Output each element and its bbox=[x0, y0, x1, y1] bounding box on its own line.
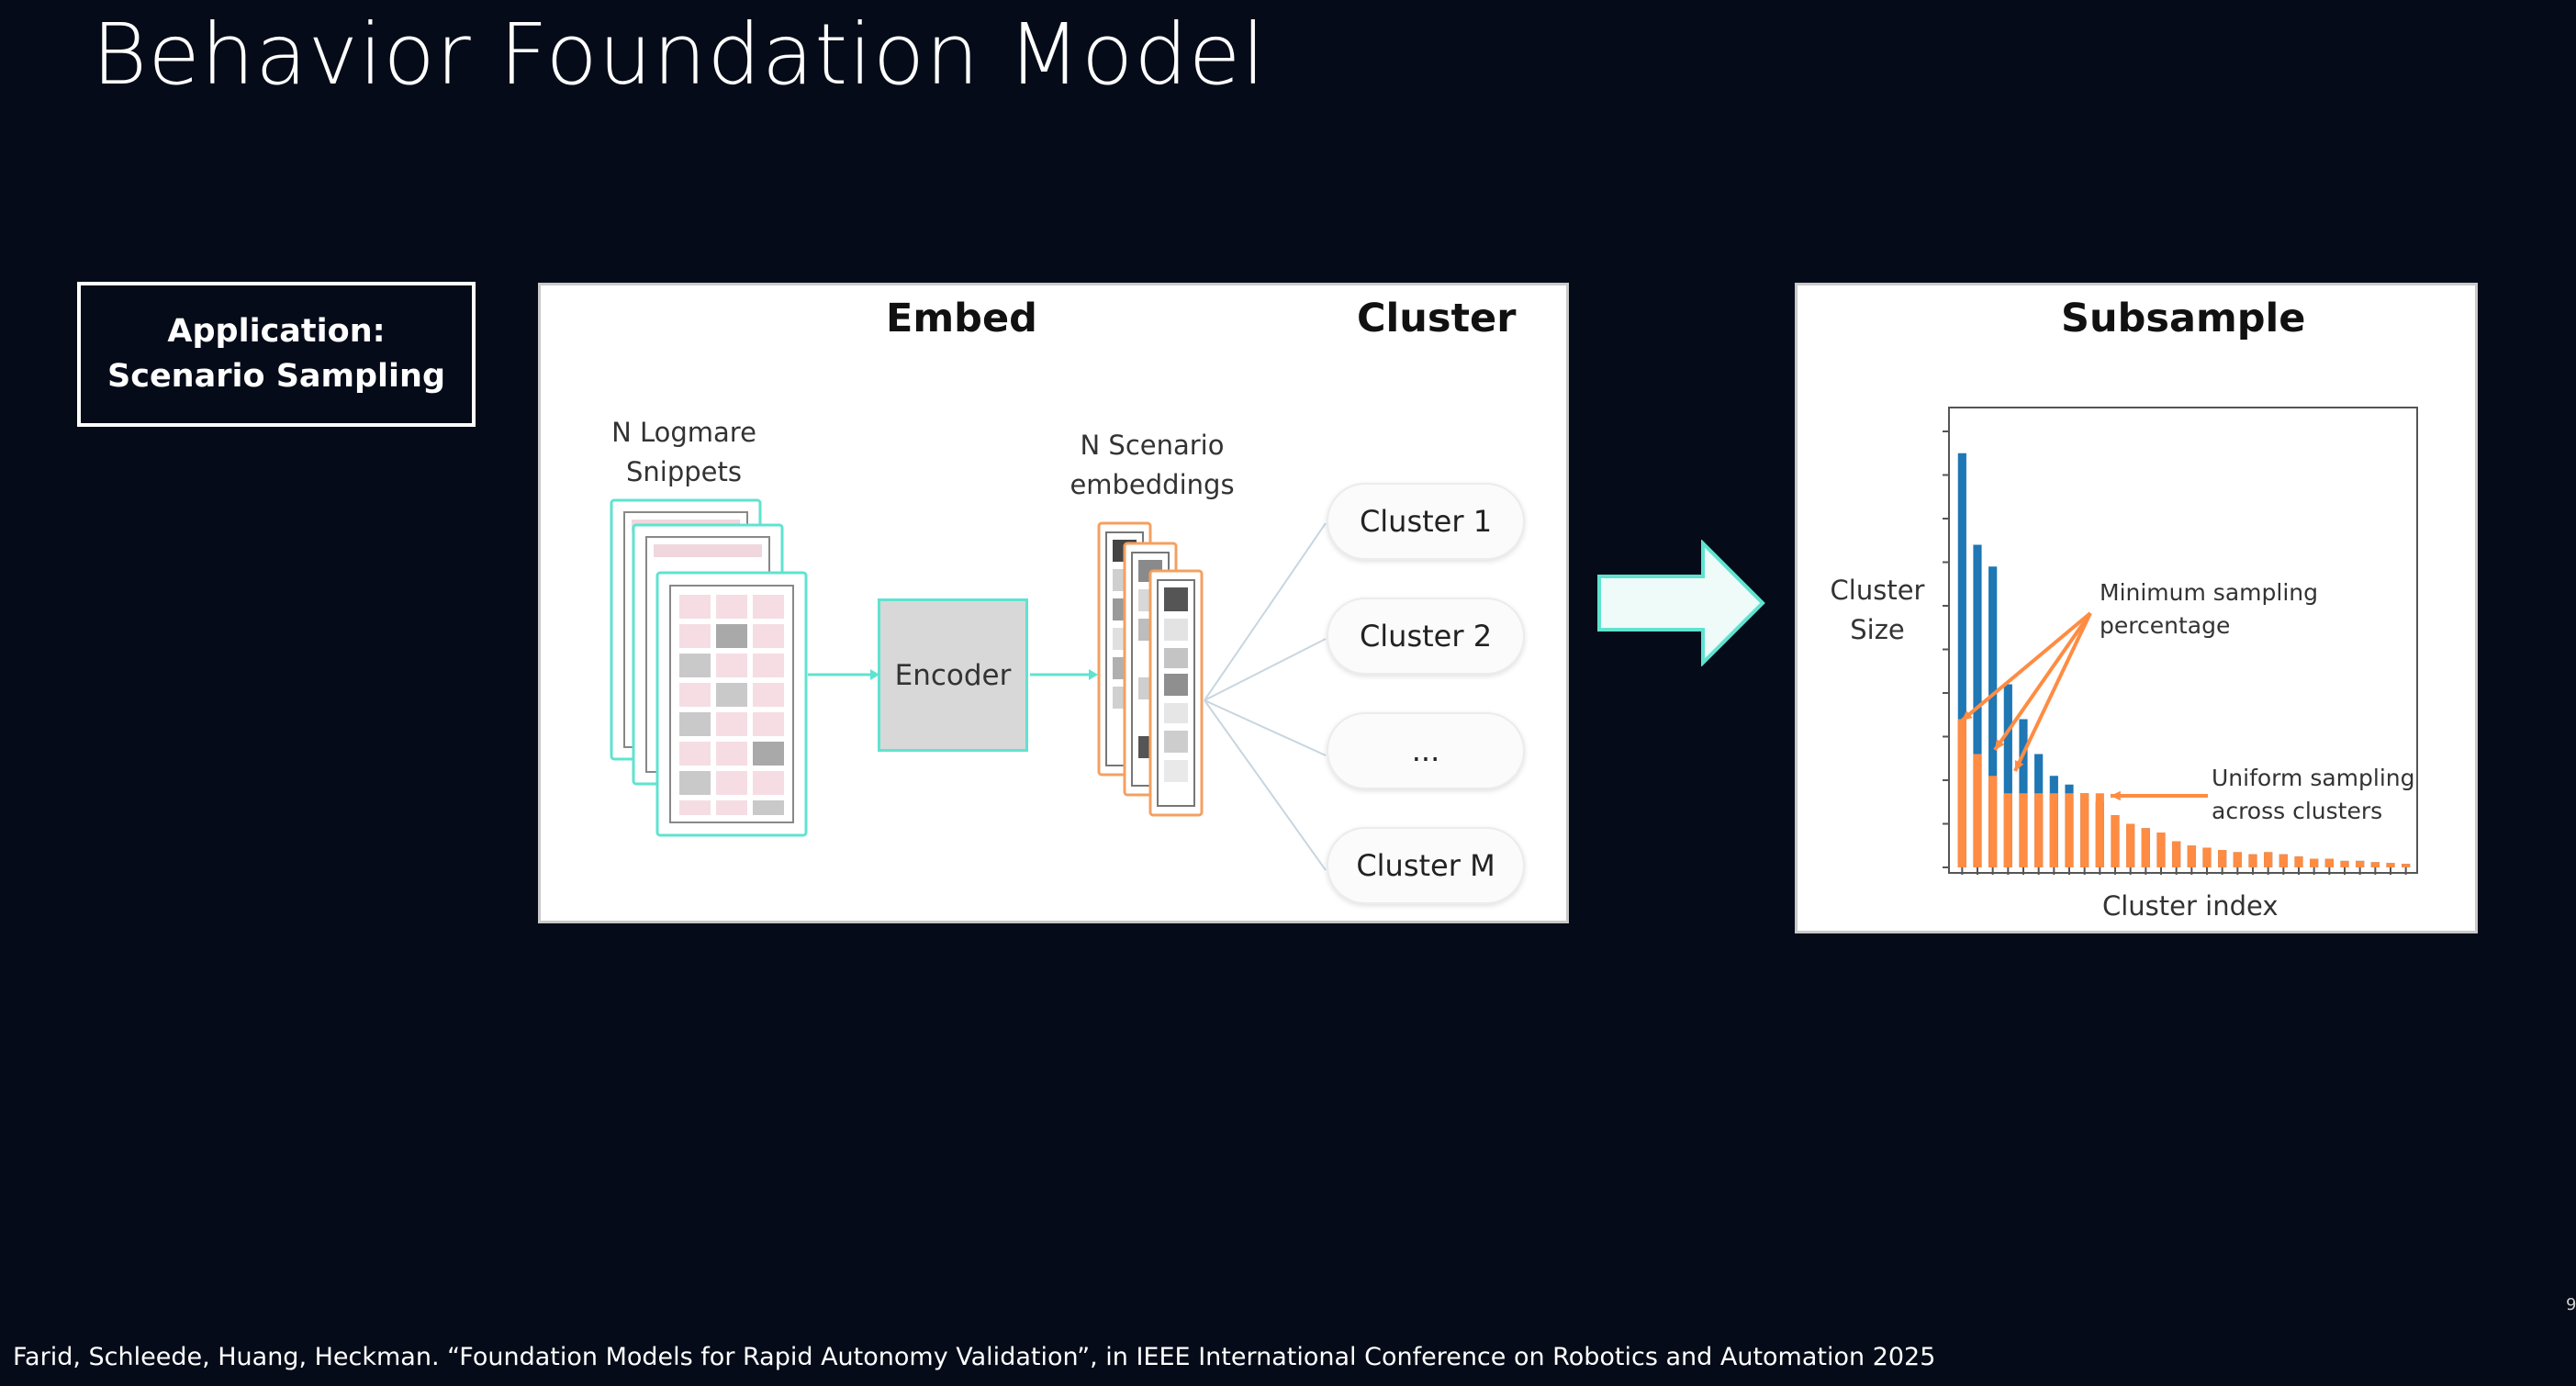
sampled-bar bbox=[2310, 858, 2319, 867]
sampled-bar bbox=[2095, 793, 2104, 867]
sampled-bar bbox=[2233, 852, 2242, 867]
sampled-bar bbox=[2156, 833, 2166, 867]
embedding-stack bbox=[1097, 521, 1204, 817]
subsample-heading: Subsample bbox=[2061, 296, 2306, 341]
sampled-bar bbox=[1988, 776, 1998, 867]
cluster-size-bar bbox=[2003, 684, 2012, 867]
embeddings-caption-line2: embeddings bbox=[1070, 469, 1235, 500]
min-sampling-annotation: Minimum sampling percentage bbox=[2100, 576, 2318, 643]
sampled-bar bbox=[2187, 845, 2196, 867]
sampled-bar bbox=[2034, 793, 2044, 867]
sampled-bar bbox=[2003, 793, 2012, 867]
sampled-bar bbox=[2019, 793, 2028, 867]
sampled-bar bbox=[2080, 793, 2089, 867]
sampled-bar bbox=[2141, 828, 2150, 867]
citation: Farid, Schleede, Huang, Heckman. “Founda… bbox=[13, 1343, 1936, 1371]
sampled-bar bbox=[2340, 860, 2349, 867]
min-sampling-arrow-2-head bbox=[1995, 739, 2005, 750]
sampled-bar bbox=[1957, 719, 1966, 867]
sampled-bar bbox=[2324, 858, 2334, 867]
page-number: 9 bbox=[2566, 1295, 2576, 1314]
sampled-bar bbox=[2248, 854, 2257, 867]
cluster-size-bar bbox=[1957, 453, 1966, 867]
cluster-size-chart bbox=[1943, 407, 2418, 875]
sampled-bar bbox=[2202, 847, 2212, 867]
min-sampling-line1: Minimum sampling bbox=[2100, 579, 2318, 606]
sampled-bar bbox=[2294, 856, 2303, 867]
min-sampling-arrow-2 bbox=[1993, 611, 2092, 752]
sampled-bar bbox=[2264, 852, 2273, 867]
chart-x-axis-label: Cluster index bbox=[2102, 890, 2279, 922]
sampled-bar bbox=[2065, 793, 2074, 867]
y-label-line2: Size bbox=[1850, 614, 1905, 645]
right-arrow-icon bbox=[1597, 540, 1765, 666]
cluster-heading: Cluster bbox=[1357, 296, 1517, 341]
application-label: Application: bbox=[167, 313, 386, 350]
cluster-m-pill: Cluster M bbox=[1327, 827, 1525, 904]
chart-y-axis-label: Cluster Size bbox=[1822, 571, 1932, 650]
snippet-stack bbox=[610, 498, 808, 837]
cluster-ellipsis-pill: ... bbox=[1327, 712, 1525, 789]
sampled-bar bbox=[2386, 863, 2395, 867]
embed-heading: Embed bbox=[886, 296, 1037, 341]
slide-title: Behavior Foundation Model bbox=[92, 6, 1266, 104]
min-sampling-arrow-1 bbox=[1960, 611, 2092, 722]
uniform-line2: across clusters bbox=[2212, 798, 2383, 824]
uniform-line1: Uniform sampling bbox=[2212, 765, 2415, 791]
min-sampling-line2: percentage bbox=[2100, 612, 2231, 639]
embeddings-caption: N Scenario embeddings bbox=[1051, 426, 1253, 505]
embed-diagram bbox=[610, 498, 1327, 871]
min-sampling-arrow-1-head bbox=[1962, 710, 1973, 721]
uniform-sampling-annotation: Uniform sampling across clusters bbox=[2212, 762, 2415, 828]
uniform-sampling-arrow-head bbox=[2111, 790, 2121, 801]
sampled-bar bbox=[2356, 860, 2365, 867]
sampled-bar bbox=[2370, 862, 2380, 867]
min-sampling-arrow-3-head bbox=[2014, 760, 2024, 771]
embeddings-caption-line1: N Scenario bbox=[1080, 430, 1225, 461]
snippets-caption: N Logmare Snippets bbox=[588, 413, 780, 492]
cluster-1-pill: Cluster 1 bbox=[1327, 483, 1525, 560]
y-label-line1: Cluster bbox=[1830, 575, 1925, 606]
sampled-bar bbox=[2279, 854, 2288, 867]
sampled-bar bbox=[2218, 850, 2227, 867]
snippets-caption-line1: N Logmare bbox=[611, 417, 756, 448]
cluster-2-pill: Cluster 2 bbox=[1327, 598, 1525, 675]
application-value: Scenario Sampling bbox=[106, 358, 446, 395]
sampled-bar bbox=[1973, 754, 1982, 867]
cluster-size-bar bbox=[1988, 566, 1998, 867]
sampled-bar bbox=[2402, 864, 2411, 867]
fanout-lines bbox=[1204, 522, 1327, 871]
encoder-label: Encoder bbox=[894, 658, 1012, 692]
encoder-block: Encoder bbox=[878, 598, 1028, 752]
sampled-bar bbox=[2172, 841, 2181, 867]
sampled-bar bbox=[2126, 823, 2135, 867]
sampled-bar bbox=[2111, 815, 2120, 867]
sampled-bar bbox=[2049, 793, 2058, 867]
application-box: Application: Scenario Sampling bbox=[77, 282, 476, 427]
snippets-caption-line2: Snippets bbox=[626, 456, 742, 487]
min-sampling-arrow-3 bbox=[2013, 612, 2092, 772]
